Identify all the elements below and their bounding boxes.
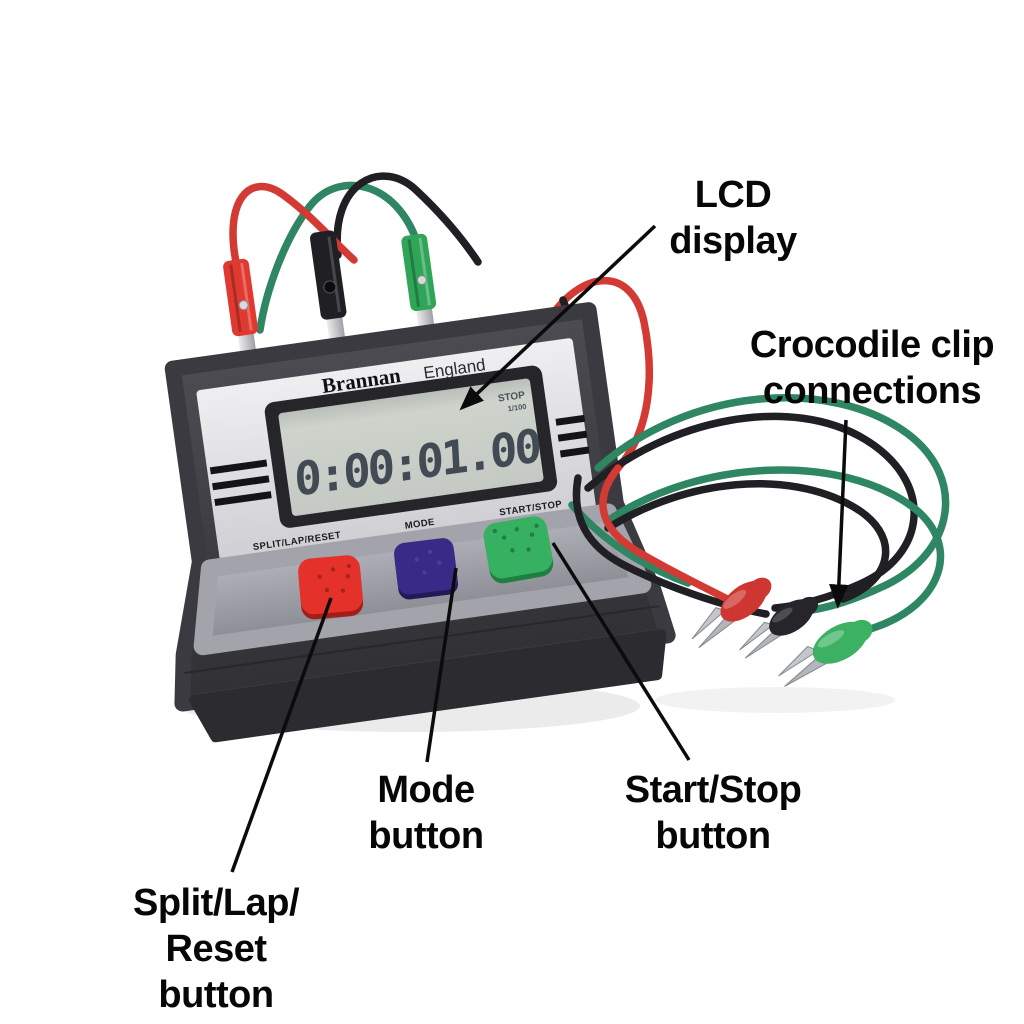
split-lap-reset-pointer-line <box>230 597 333 873</box>
clip-boot-neck <box>795 596 819 617</box>
plug-barrel <box>401 233 437 312</box>
clip-jaw <box>691 607 727 640</box>
plug-barrel <box>310 230 347 320</box>
label-line: Start/Stop <box>624 769 802 811</box>
start-stop-pointer-line <box>551 542 691 761</box>
green-link-wire <box>256 181 424 334</box>
plug-screw <box>238 300 249 311</box>
red-lead-upper-arc <box>548 277 654 472</box>
base-seam <box>184 605 660 674</box>
timer-device: Brannan England STOP 1/100 0:00:01.00 SP… <box>164 230 676 743</box>
label-line: connections <box>762 370 982 412</box>
label-line: button <box>158 974 274 1016</box>
mode-label: Mode button <box>368 767 484 859</box>
banana-plug-green <box>401 233 437 337</box>
clip-jaw <box>739 621 775 651</box>
decorative-stripes <box>209 414 590 507</box>
crocodile-clip-black <box>739 596 819 659</box>
clip-boot-neck <box>845 619 873 644</box>
label-line: button <box>368 815 484 857</box>
mode-button <box>394 538 459 600</box>
black-link-wire <box>333 172 482 266</box>
label-line: button <box>655 815 771 857</box>
clip-jaw <box>778 645 820 677</box>
button-grip-dots <box>414 549 442 575</box>
plug-hole <box>323 280 337 294</box>
label-line: Split/Lap/ <box>133 882 300 924</box>
split-lap-reset-label: Split/Lap/ Reset button <box>133 880 300 1018</box>
start-stop-label: Start/Stop button <box>625 767 802 859</box>
crocodile-clip-green <box>778 619 873 687</box>
lcd-screen <box>278 378 544 516</box>
split-lap-reset-button <box>298 555 364 620</box>
label-line: display <box>669 220 797 262</box>
crocodile-clip-red <box>691 577 772 649</box>
clip-boot-neck <box>747 577 772 601</box>
label-line: Mode <box>377 769 475 811</box>
lcd-display-pointer-line <box>459 224 657 411</box>
start-stop-button <box>483 516 554 584</box>
red-lead-to-clip <box>599 464 735 605</box>
face-label-mode: MODE <box>404 517 435 532</box>
crocodile-pointer-line <box>829 419 849 609</box>
crocodile-clips <box>691 577 873 687</box>
lcd-resolution-indicator: 1/100 <box>507 402 527 414</box>
crocodile-label: Crocodile clip connections <box>749 322 995 414</box>
plug-barrel <box>223 258 258 337</box>
lcd-status-indicator: STOP <box>497 390 526 405</box>
plug-screw <box>416 275 427 286</box>
button-grip-dots <box>317 563 352 593</box>
black-lead-loop-b <box>604 480 890 603</box>
lcd-display-label: LCD display <box>669 172 797 264</box>
label-line: Reset <box>165 928 268 970</box>
clips-shadow <box>655 687 895 713</box>
device-base <box>189 629 667 743</box>
label-line: Crocodile clip <box>749 324 995 366</box>
label-line: LCD <box>694 174 772 216</box>
mode-pointer-line <box>425 567 458 763</box>
button-grip-dots <box>492 523 539 553</box>
green-lead-loop-a <box>594 394 950 615</box>
